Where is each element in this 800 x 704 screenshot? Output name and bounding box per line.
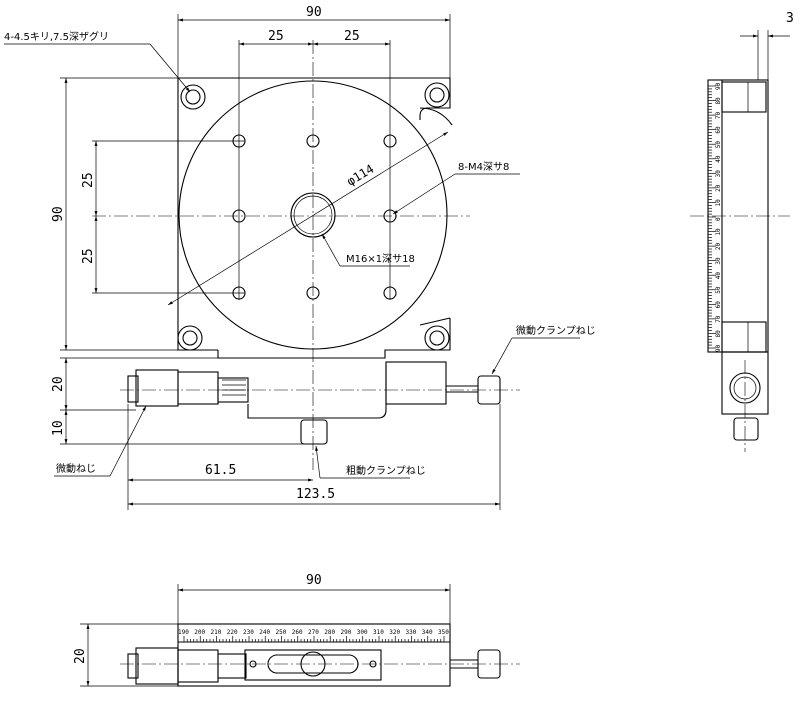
corner-hole-tr bbox=[424, 82, 450, 108]
svg-text:20: 20 bbox=[51, 376, 66, 392]
svg-text:90: 90 bbox=[306, 5, 322, 20]
scale-label: 20 bbox=[715, 184, 722, 192]
svg-text:25: 25 bbox=[81, 248, 96, 264]
diameter-label: φ114 bbox=[344, 162, 376, 189]
coarse-clamp-knob bbox=[300, 419, 328, 445]
scale-label: 70 bbox=[715, 315, 722, 323]
scale-label: 80 bbox=[715, 97, 722, 105]
svg-text:25: 25 bbox=[268, 29, 284, 44]
scale-label: 190 bbox=[178, 629, 189, 636]
svg-text:25: 25 bbox=[81, 172, 96, 188]
corner-hole-bl bbox=[177, 325, 203, 351]
annotation-tapped-holes: 8-M4深サ8 bbox=[392, 161, 520, 215]
corner-hole-br bbox=[424, 325, 450, 351]
svg-text:微動クランプねじ: 微動クランプねじ bbox=[516, 324, 596, 337]
side-scale: 90 80 70 60 50 40 30 20 10 0 10 20 30 40 50 60 70 80 90 bbox=[708, 82, 722, 352]
tapped-holes bbox=[232, 134, 397, 300]
scale-label: 20 bbox=[715, 242, 722, 250]
scale-label: 60 bbox=[715, 126, 722, 134]
corner-hole-tl bbox=[180, 84, 206, 110]
svg-text:10: 10 bbox=[51, 420, 66, 436]
left-dimensions: 90 25 25 bbox=[51, 77, 218, 351]
scale-label: 310 bbox=[373, 629, 384, 636]
scale-label: 260 bbox=[292, 629, 303, 636]
svg-text:微動ねじ: 微動ねじ bbox=[56, 462, 96, 475]
carriage-dimensions: 20 10 61.5 123.5 bbox=[51, 357, 501, 510]
scale-label: 200 bbox=[194, 629, 205, 636]
annotation-center-hole: M16×1深サ18 bbox=[321, 233, 415, 267]
carriage-assembly bbox=[120, 349, 520, 445]
scale-label: 300 bbox=[357, 629, 368, 636]
scale-label: 90 bbox=[715, 344, 722, 352]
micrometer-thimble bbox=[135, 369, 179, 407]
scale-label: 350 bbox=[438, 629, 449, 636]
scale-label: 10 bbox=[715, 199, 722, 207]
scale-label: 270 bbox=[308, 629, 319, 636]
scale-label: 60 bbox=[715, 301, 722, 309]
annotation-mount-holes: 4-4.5キリ,7.5深ザグリ bbox=[4, 30, 191, 93]
scale-label: 230 bbox=[243, 629, 254, 636]
svg-text:90: 90 bbox=[51, 206, 66, 222]
scale-label: 290 bbox=[341, 629, 352, 636]
scale-label: 280 bbox=[324, 629, 335, 636]
bottom-scale: 190 200 210 220 230 240 250 260 270 280 290 300 310 3… bbox=[178, 629, 449, 642]
top-view: φ114 bbox=[92, 40, 470, 470]
scale-label: 40 bbox=[715, 272, 722, 280]
svg-text:25: 25 bbox=[344, 29, 360, 44]
scale-label: 320 bbox=[389, 629, 400, 636]
svg-text:3: 3 bbox=[786, 11, 794, 26]
scale-label: 220 bbox=[227, 629, 238, 636]
scale-label: 90 bbox=[715, 82, 722, 90]
scale-label: 50 bbox=[715, 286, 722, 294]
side-view: 90 80 70 60 50 40 30 20 10 0 10 20 30 40 50 60 70 80 90 3 bbox=[690, 11, 794, 452]
svg-text:20: 20 bbox=[73, 648, 88, 664]
scale-label: 50 bbox=[715, 141, 722, 149]
svg-text:4-4.5キリ,7.5深ザグリ: 4-4.5キリ,7.5深ザグリ bbox=[4, 30, 109, 43]
scale-label: 0 bbox=[715, 217, 722, 221]
svg-text:90: 90 bbox=[306, 573, 322, 588]
bottom-view: 90 190 200 210 220 230 240 250 260 270 280 290 300 3… bbox=[73, 573, 520, 687]
annotation-fine-screw: 微動ねじ bbox=[54, 405, 147, 477]
scale-label: 10 bbox=[715, 228, 722, 236]
scale-label: 330 bbox=[406, 629, 417, 636]
scale-label: 30 bbox=[715, 170, 722, 178]
scale-label: 80 bbox=[715, 330, 722, 338]
scale-label: 210 bbox=[211, 629, 222, 636]
side-clamp-knob bbox=[733, 417, 759, 441]
scale-label: 40 bbox=[715, 155, 722, 163]
annotation-fine-clamp: 微動クランプねじ bbox=[491, 324, 596, 375]
top-dimensions: 90 25 25 bbox=[177, 5, 451, 78]
svg-text:8-M4深サ8: 8-M4深サ8 bbox=[458, 161, 509, 173]
svg-text:61.5: 61.5 bbox=[205, 463, 236, 478]
annotation-coarse-clamp: 粗動クランプねじ bbox=[315, 445, 426, 479]
scale-label: 340 bbox=[422, 629, 433, 636]
svg-text:粗動クランプねじ: 粗動クランプねじ bbox=[346, 464, 426, 477]
svg-text:123.5: 123.5 bbox=[296, 487, 335, 502]
scale-label: 240 bbox=[259, 629, 270, 636]
scale-label: 250 bbox=[276, 629, 287, 636]
svg-text:M16×1深サ18: M16×1深サ18 bbox=[346, 253, 415, 265]
scale-label: 70 bbox=[715, 111, 722, 119]
scale-label: 30 bbox=[715, 257, 722, 265]
